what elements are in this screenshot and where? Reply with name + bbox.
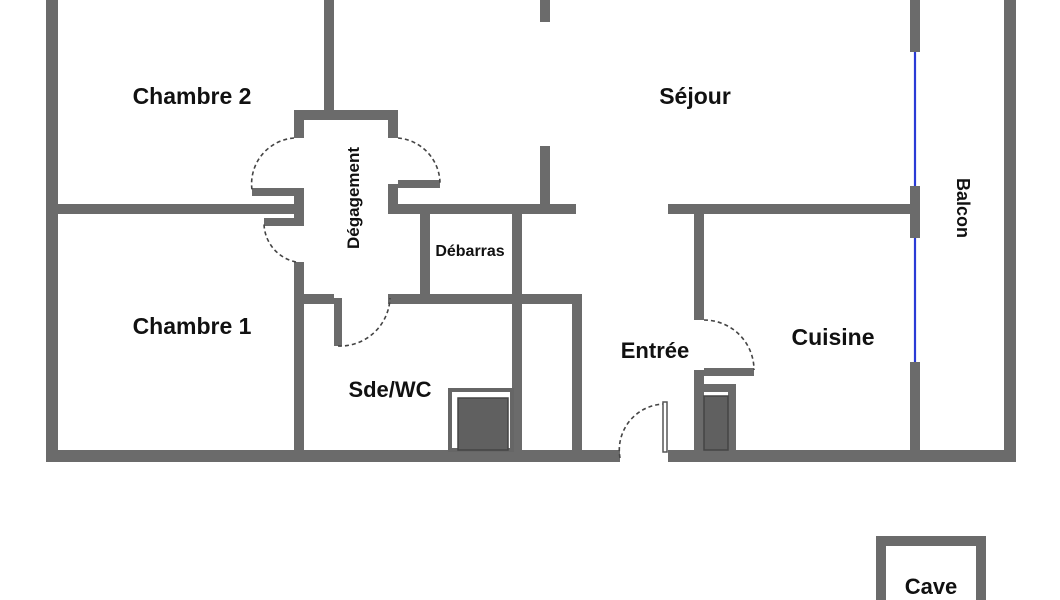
room-label-sde-wc: Sde/WC — [348, 377, 431, 402]
fixture-box-sde — [457, 397, 509, 451]
outer-wall-right — [1004, 0, 1016, 462]
door-swing-chambre1 — [263, 221, 297, 263]
wall-degagement-right-top — [388, 110, 398, 138]
wall-cuisine-box-right — [728, 384, 736, 450]
wall-degagement-left-top — [294, 110, 304, 138]
wall-sejour-bottom-left — [388, 204, 576, 214]
cave-wall-right — [976, 536, 986, 600]
wall-degagement-top — [294, 110, 398, 120]
outer-walls — [46, 0, 1016, 462]
wall-sde-door-stub — [334, 298, 342, 346]
room-label-balcon: Balcon — [953, 178, 973, 238]
wall-door-jamb-chambre1 — [264, 218, 304, 226]
fixture-box-cuisine — [703, 395, 729, 451]
wall-sde-right — [512, 294, 522, 450]
room-label-cave: Cave — [905, 574, 958, 599]
room-label-entree: Entrée — [621, 338, 689, 363]
door-leaf-entree — [662, 401, 668, 453]
cave-wall-left — [876, 536, 886, 600]
wall-door-jamb-degagement-right — [398, 180, 440, 188]
wall-entree-cuisine-top — [694, 204, 704, 320]
wall-chambre2-chambre1 — [58, 204, 294, 214]
wall-balcon-mid — [910, 186, 920, 238]
wall-debarras-left — [420, 204, 430, 300]
wall-door-jamb-chambre2 — [252, 188, 304, 196]
fixtures — [448, 388, 729, 452]
wall-degagement-right-mid — [388, 184, 398, 212]
doors — [250, 137, 755, 459]
door-swing-chambre2 — [250, 137, 295, 191]
cave-structure — [876, 536, 986, 600]
wall-cuisine-box-top — [694, 384, 736, 392]
wall-degagement-left-mid — [294, 188, 304, 218]
room-labels: Chambre 2 Séjour Dégagement Débarras Bal… — [133, 83, 973, 599]
door-swing-sde — [337, 297, 391, 347]
wall-sejour-top-stub — [540, 0, 550, 22]
outer-wall-bottom-left — [46, 450, 620, 462]
wall-chambre2-sejour — [324, 0, 334, 112]
wall-balcon-top — [910, 0, 920, 52]
room-label-cuisine: Cuisine — [791, 324, 874, 350]
room-label-degagement: Dégagement — [344, 147, 363, 249]
wall-sejour-bottom-right — [668, 204, 916, 214]
room-label-chambre2: Chambre 2 — [133, 83, 252, 109]
wall-entree-cuisine-low — [694, 370, 704, 450]
wall-balcon-low — [910, 362, 920, 450]
cave-wall-top — [876, 536, 986, 546]
door-swing-sejour — [397, 137, 441, 185]
door-swing-cuisine — [703, 319, 755, 371]
wall-debarras-right — [512, 204, 522, 300]
wall-sejour-mid-stub — [540, 146, 550, 204]
wall-sde-top-right — [388, 294, 582, 304]
door-swing-entree — [618, 403, 667, 459]
outer-wall-left — [46, 0, 58, 462]
room-label-sejour: Séjour — [659, 83, 731, 109]
room-label-chambre1: Chambre 1 — [133, 313, 252, 339]
wall-degagement-left-low — [294, 262, 304, 450]
wall-gaine-right — [572, 294, 582, 450]
wall-cuisine-door-jamb — [704, 368, 754, 376]
room-label-debarras: Débarras — [435, 243, 504, 260]
interior-walls — [58, 0, 920, 450]
wall-sde-top-left — [294, 294, 334, 304]
outer-wall-bottom-right — [668, 450, 1016, 462]
